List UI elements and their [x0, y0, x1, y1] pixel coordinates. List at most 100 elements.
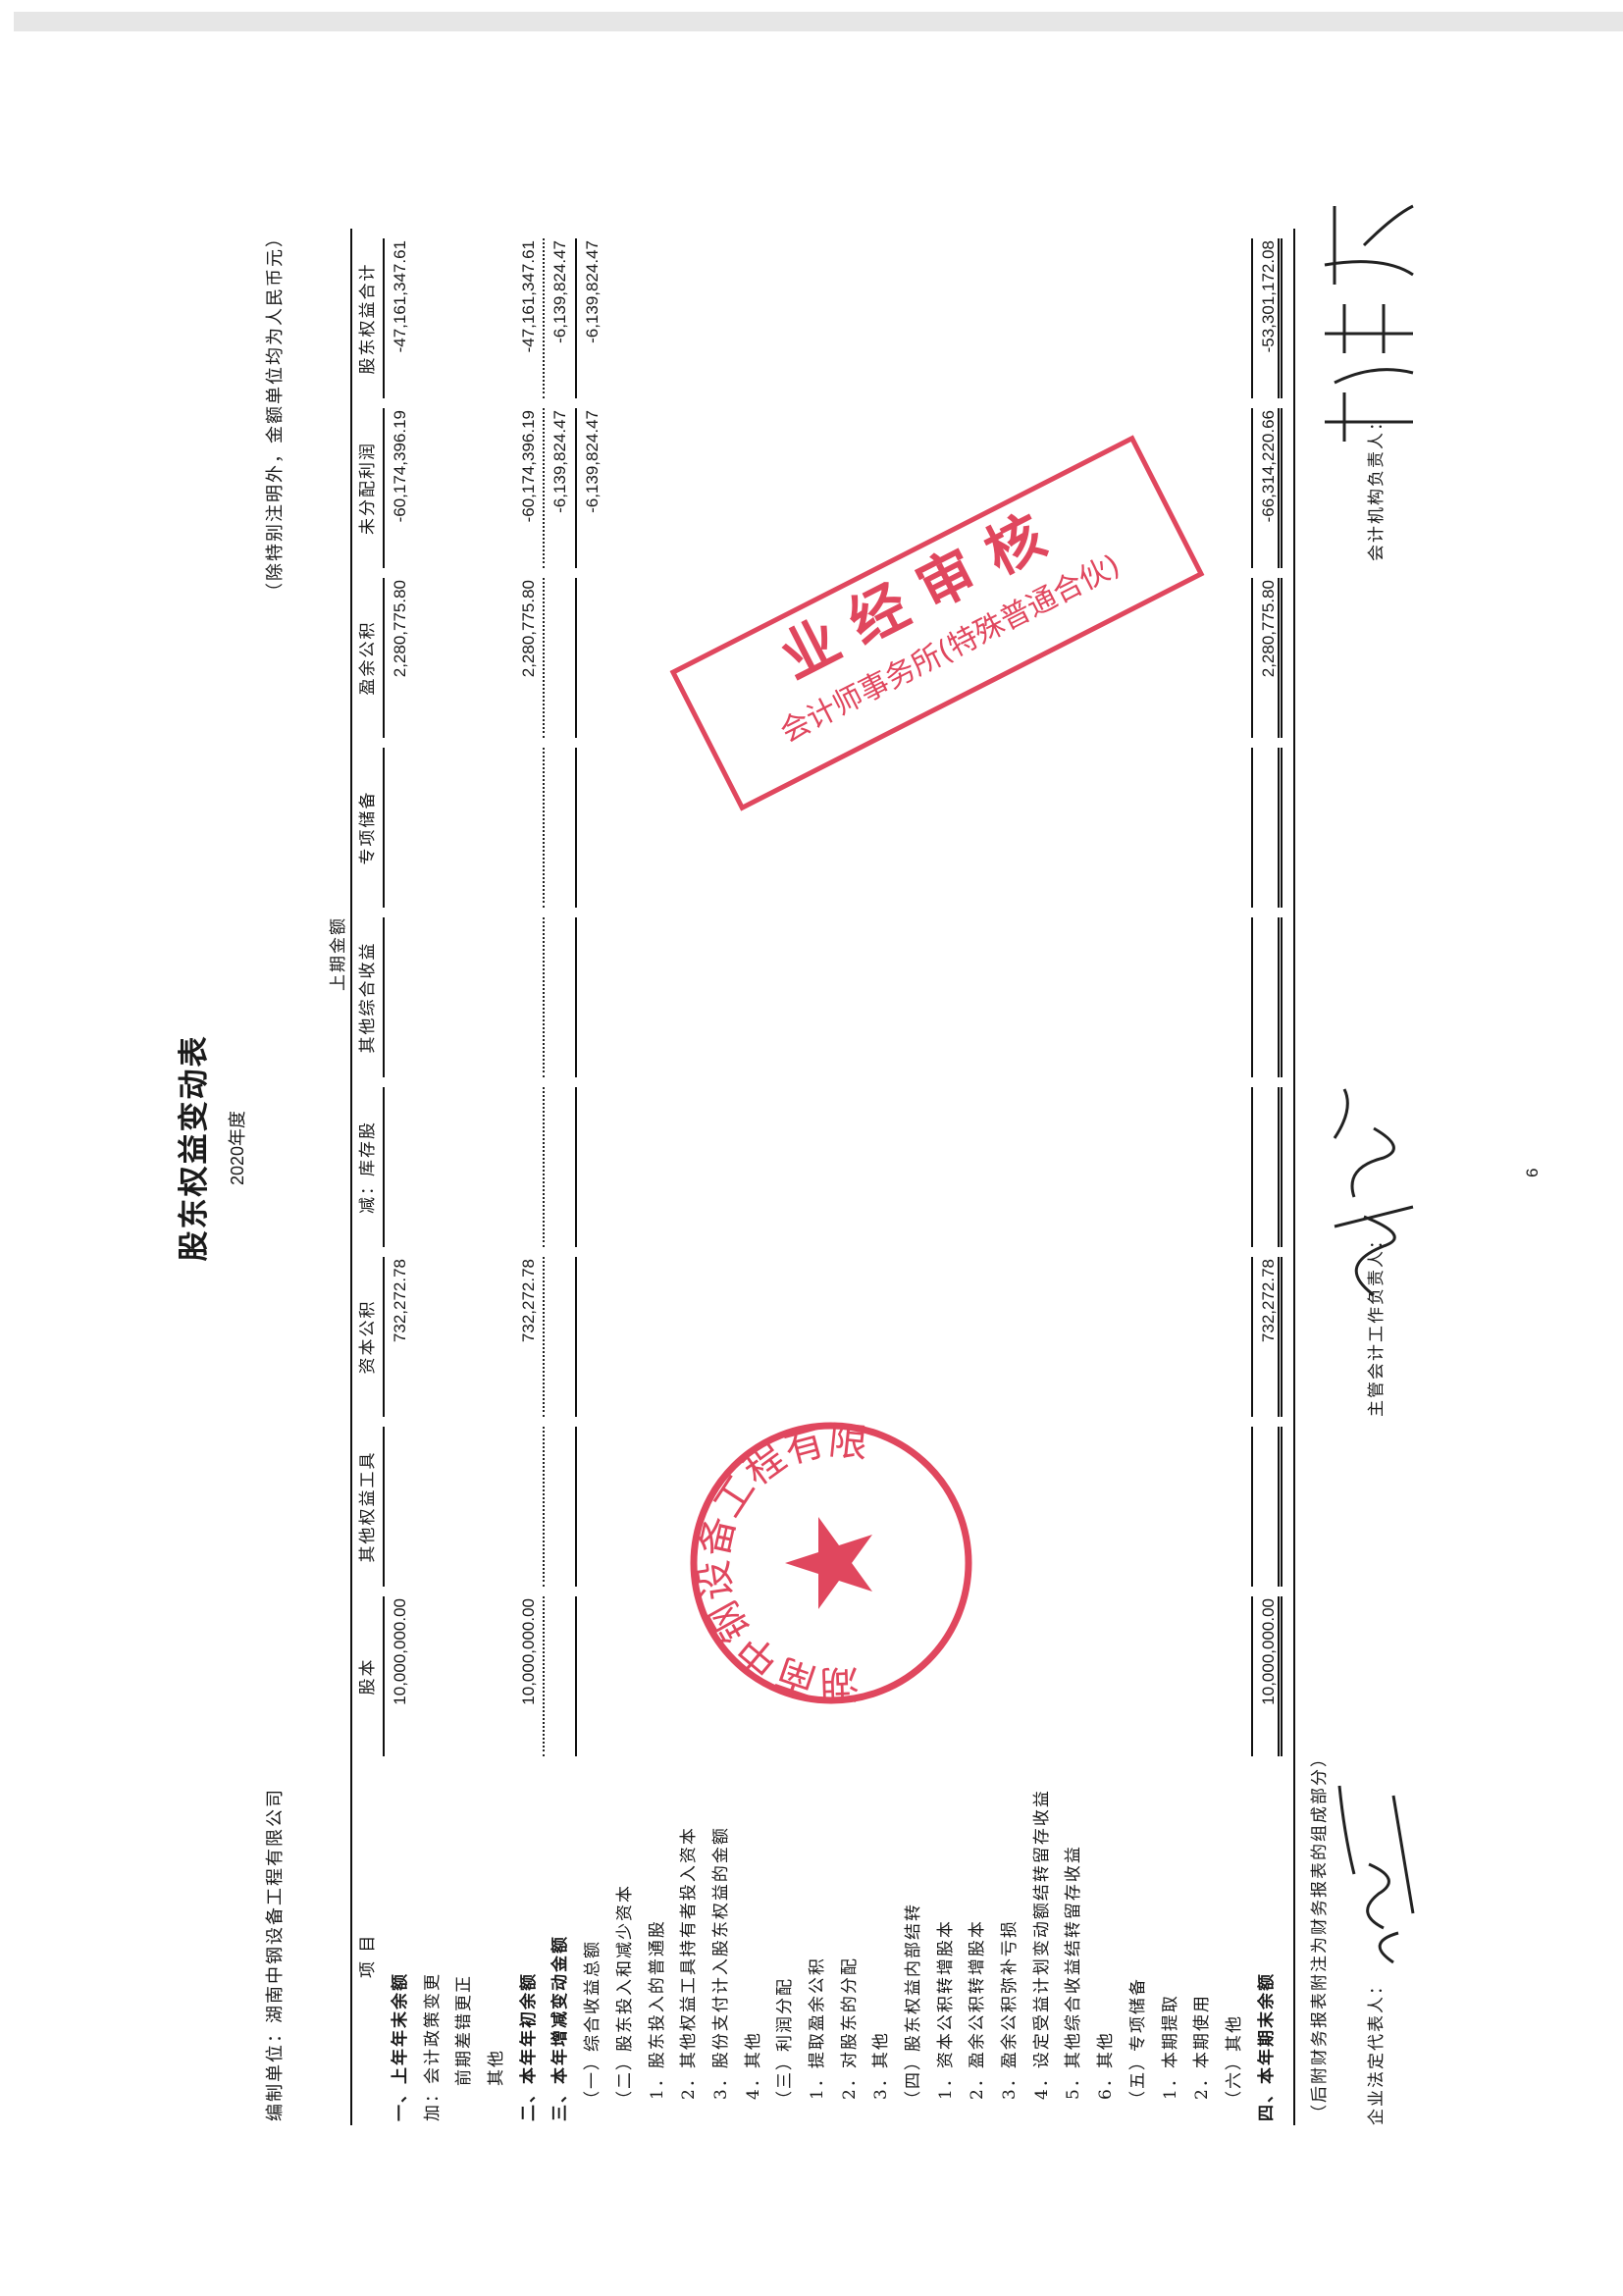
table-cell: [1058, 578, 1090, 738]
table-cell: [1155, 748, 1187, 908]
table-cell: [1123, 408, 1155, 568]
table-cell: [642, 1087, 674, 1247]
table-cell: -60,174,396.19: [512, 408, 546, 568]
report-year: 2020年度: [228, 1110, 247, 1186]
column-header: 减：库存股: [352, 1087, 385, 1247]
table-cell: [994, 748, 1026, 908]
table-cell: [802, 1087, 834, 1247]
table-cell: [930, 1257, 963, 1417]
scan-edge: [14, 12, 1623, 31]
table-cell: [769, 1427, 802, 1587]
table-cell: [962, 1596, 994, 1756]
table-cell: [1186, 408, 1219, 568]
table-cell: [769, 238, 802, 398]
row-label: 1．资本公积转增股本: [935, 1919, 956, 2100]
table-cell: [1186, 917, 1219, 1077]
table-cell: [448, 578, 481, 738]
row-label: 四、本年期末余额: [1256, 1972, 1277, 2121]
row-label: 2．对股东的分配: [839, 1957, 860, 2100]
table-cell: [769, 748, 802, 908]
table-cell: [609, 408, 642, 568]
table-cell: [865, 578, 898, 738]
table-cell: [577, 1257, 609, 1417]
table-cell: [642, 238, 674, 398]
row-label: （五）专项储备: [1127, 1977, 1148, 2108]
table-cell: [706, 238, 738, 398]
table-cell: [1123, 1596, 1155, 1756]
table-cell: [673, 578, 706, 738]
table-cell: [994, 1087, 1026, 1247]
table-cell: [802, 578, 834, 738]
table-cell: [865, 1257, 898, 1417]
table-cell: [1219, 1257, 1251, 1417]
table-cell: [1026, 238, 1059, 398]
column-header: 未分配利润: [352, 408, 385, 568]
table-cell: [1250, 917, 1283, 1077]
table-cell: [962, 1427, 994, 1587]
table-cell: [1219, 1596, 1251, 1756]
table-cell: [545, 1257, 578, 1417]
table-cell: [1090, 238, 1123, 398]
table-cell: [448, 408, 481, 568]
table-cell: [577, 1427, 609, 1587]
row-label: 1．股东投入的普通股: [647, 1919, 667, 2100]
table-cell: [481, 917, 513, 1077]
table-cell: [1090, 1427, 1123, 1587]
table-cell: [865, 1596, 898, 1756]
preparer-label: 编制单位：: [265, 2023, 286, 2121]
table-cell: [994, 238, 1026, 398]
table-cell: [865, 748, 898, 908]
table-cell: [834, 408, 866, 568]
table-cell: [738, 1087, 770, 1247]
table-cell: [1058, 238, 1090, 398]
table-cell: [834, 1257, 866, 1417]
table-cell: [1026, 1087, 1059, 1247]
row-label: （一）综合收益总额: [583, 1940, 603, 2108]
table-cell: [417, 578, 449, 738]
row-label: 3．盈余公积弥补亏损: [1000, 1919, 1021, 2100]
table-cell: [1090, 578, 1123, 738]
row-label: 5．其他综合收益结转留存收益: [1064, 1845, 1084, 2100]
column-header: 其他权益工具: [352, 1427, 385, 1587]
table-cell: [1186, 1427, 1219, 1587]
table-cell: [1123, 1427, 1155, 1587]
table-cell: [673, 1427, 706, 1587]
table-cell: [448, 238, 481, 398]
table-cell: [417, 1427, 449, 1587]
table-cell: [898, 1596, 930, 1756]
table-cell: [834, 1087, 866, 1247]
table-cell: [865, 408, 898, 568]
table-cell: -47,161,347.61: [512, 238, 546, 398]
column-header: 其他综合收益: [352, 917, 385, 1077]
table-cell: [609, 1596, 642, 1756]
table-cell: [1155, 1257, 1187, 1417]
table-cell: [1090, 1257, 1123, 1417]
table-cell: [385, 917, 417, 1077]
row-label: （六）其他: [1224, 2014, 1244, 2108]
row-label: 4．其他: [743, 2031, 763, 2100]
table-cell: [545, 578, 578, 738]
table-cell: [898, 1257, 930, 1417]
table-cell: [834, 1427, 866, 1587]
table-cell: [738, 748, 770, 908]
row-label: 1．本期提取: [1160, 1994, 1180, 2100]
table-cell: [545, 1427, 578, 1587]
table-cell: [1250, 748, 1283, 908]
table-cell: [802, 1596, 834, 1756]
table-cell: [1155, 578, 1187, 738]
table-cell: 2,280,775.80: [1250, 578, 1283, 738]
table-cell: [1026, 917, 1059, 1077]
table-cell: -66,314,220.66: [1250, 408, 1283, 568]
table-cell: [706, 1087, 738, 1247]
table-cell: [1155, 1596, 1187, 1756]
unit-note: （除特别注明外，金额单位均为人民币元）: [265, 228, 286, 600]
table-cell: [1058, 1257, 1090, 1417]
row-label: 三、本年增减变动金额: [550, 1935, 571, 2121]
table-cell: [738, 408, 770, 568]
table-cell: [706, 1257, 738, 1417]
table-cell: [1058, 748, 1090, 908]
table-cell: [673, 408, 706, 568]
row-label: 1．提取盈余公积: [807, 1957, 827, 2100]
table-cell: [994, 408, 1026, 568]
table-cell: [673, 1087, 706, 1247]
